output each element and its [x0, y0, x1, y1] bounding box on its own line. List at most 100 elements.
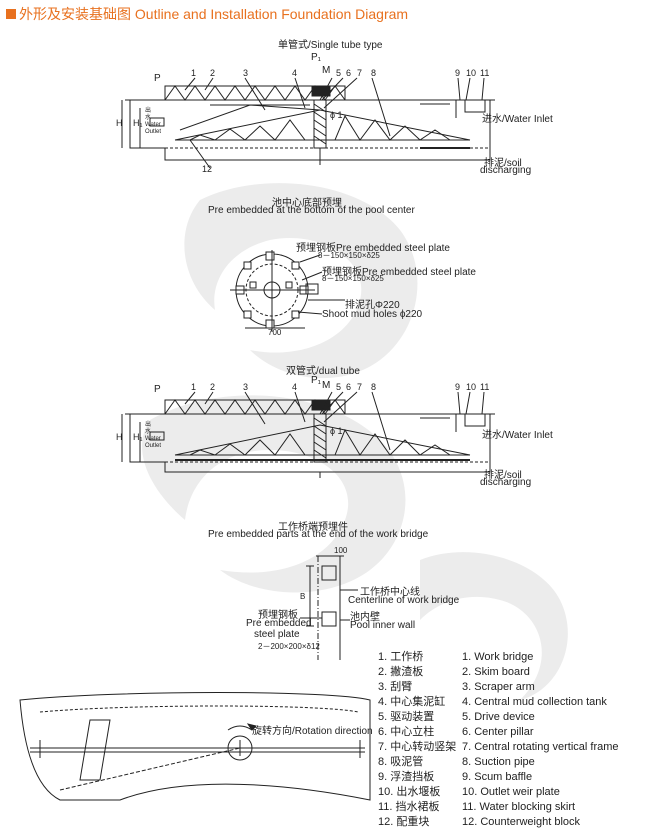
legend-en-item: 4. Central mud collection tank — [462, 696, 607, 708]
dual-p1-label: P₁ — [311, 375, 322, 386]
center-hole-en: Shoot mud holes ϕ220 — [322, 309, 423, 320]
bridge-end-embed — [300, 555, 358, 660]
dual-num-3: 3 — [243, 382, 249, 392]
dual-num-8: 8 — [371, 382, 377, 392]
legend-cn-item: 2. 撇渣板 — [378, 666, 424, 678]
bridge-title-en: Pre embedded parts at the end of the wor… — [208, 529, 429, 540]
legend-en-item: 11. Water blocking skirt — [462, 801, 576, 813]
single-tube-title: 单管式/Single tube type — [278, 40, 383, 51]
single-num-5: 5 — [336, 68, 342, 78]
legend-cn-item: 8. 吸泥管 — [378, 756, 424, 768]
bridge-wall-en: Pool inner wall — [350, 620, 416, 631]
title-square-icon — [6, 9, 16, 19]
dual-sludge-cn: 排泥/soil — [484, 470, 522, 481]
dual-h-label: H — [116, 432, 123, 442]
legend-cn-item: 12. 配重块 — [378, 816, 430, 828]
center-title-cn: 池中心底部预埋 — [272, 198, 342, 209]
dual-num-4: 4 — [292, 382, 298, 392]
legend-en-item: 5. Drive device — [462, 711, 535, 723]
dual-inlet-label: 进水/Water Inlet — [482, 430, 553, 441]
dual-sludge-en: discharging — [480, 477, 532, 488]
single-sludge-en: discharging — [480, 165, 532, 176]
single-water-outlet: 出水 Water Outlet — [145, 108, 162, 135]
legend-cn: 1. 工作桥 2. 撇渣板 3. 刮臂 4. 中心集泥缸 5. 驱动装置 6. … — [378, 650, 456, 830]
legend-en-item: 12. Counterweight block — [462, 816, 581, 828]
single-tube-section — [121, 77, 495, 169]
dual-num-9: 9 — [455, 382, 461, 392]
single-m-label: M — [322, 65, 331, 76]
center-dim-700: 700 — [268, 328, 282, 337]
bridge-plate-en2: steel plate — [254, 629, 300, 640]
page-title-text: 外形及安装基础图 Outline and Installation Founda… — [19, 6, 409, 22]
dual-water-outlet: 出水 Water Outlet — [145, 422, 162, 449]
plan-view — [19, 692, 371, 801]
single-num-3: 3 — [243, 68, 249, 78]
page-title: 外形及安装基础图 Outline and Installation Founda… — [6, 4, 408, 24]
single-num-6: 6 — [346, 68, 352, 78]
dual-m-label: M — [322, 380, 331, 391]
legend-cn-item: 1. 工作桥 — [378, 651, 424, 663]
bridge-dim-100: 100 — [334, 546, 348, 555]
legend-cn-item: 9. 浮渣挡板 — [378, 771, 435, 783]
legend-en-item: 8. Suction pipe — [462, 756, 535, 768]
dual-num-2: 2 — [210, 382, 216, 392]
bridge-plate-spec: 2－200×200×δ12 — [258, 642, 320, 651]
single-scraper-arm — [174, 109, 471, 141]
legend-cn-item: 3. 刮臂 — [378, 681, 413, 693]
single-num-1: 1 — [191, 68, 197, 78]
legend-cn-item: 7. 中心转动竖架 — [378, 741, 457, 753]
legend-cn-item: 6. 中心立柱 — [378, 726, 435, 738]
bridge-wall-cn: 池内壁 — [350, 612, 380, 623]
single-phi-label: ϕ 1 — [330, 110, 343, 120]
dual-tube-section — [121, 391, 495, 478]
single-num-12: 12 — [202, 164, 213, 174]
legend-cn-item: 11. 挡水裙板 — [378, 801, 440, 813]
dual-phi-label: ϕ 1 — [330, 426, 343, 436]
single-num-7: 7 — [357, 68, 363, 78]
dual-num-5: 5 — [336, 382, 342, 392]
bridge-dim-b: B — [300, 592, 306, 601]
single-num-8: 8 — [371, 68, 377, 78]
dual-num-1: 1 — [191, 382, 197, 392]
dual-p-label: P — [154, 384, 161, 395]
legend-cn-item: 4. 中心集泥缸 — [378, 696, 446, 708]
legend-cn-item: 10. 出水堰板 — [378, 786, 441, 798]
center-plate2-label: 预埋钢板Pre embedded steel plate — [322, 267, 476, 278]
legend-en-item: 10. Outlet weir plate — [462, 786, 560, 798]
single-num-9: 9 — [455, 68, 461, 78]
single-h1-label: H₁ — [133, 118, 143, 128]
dual-num-10: 10 — [466, 382, 477, 392]
single-num-11: 11 — [480, 68, 490, 78]
dual-num-11: 11 — [480, 382, 490, 392]
single-num-10: 10 — [466, 68, 477, 78]
legend-cn-item: 5. 驱动装置 — [378, 711, 435, 723]
center-plate1-spec: 8－150×150×δ25 — [318, 251, 380, 260]
single-pool-outline — [129, 100, 491, 161]
single-num-4: 4 — [292, 68, 298, 78]
legend-en-item: 2. Skim board — [462, 666, 530, 678]
dual-tube-title: 双管式/dual tube — [286, 366, 360, 377]
single-sludge-cn: 排泥/soil — [484, 158, 522, 169]
bridge-center-en: Centerline of work bridge — [348, 595, 460, 606]
single-inlet-label: 进水/Water Inlet — [482, 114, 553, 125]
bridge-plate-en1: Pre embedded — [246, 618, 312, 629]
center-plate1-label: 预埋钢板Pre embedded steel plate — [296, 243, 450, 254]
single-p1-label: P₁ — [311, 52, 322, 63]
single-h-label: H — [116, 118, 123, 128]
bridge-title-cn: 工作桥端预埋件 — [278, 522, 348, 533]
legend-en: 1. Work bridge 2. Skim board 3. Scraper … — [462, 650, 619, 830]
single-p-label: P — [154, 73, 161, 84]
center-hole-cn: 排泥孔Φ220 — [345, 300, 400, 311]
legend-en-item: 1. Work bridge — [462, 651, 534, 663]
single-num-2: 2 — [210, 68, 216, 78]
bridge-center-cn: 工作桥中心线 — [360, 587, 420, 598]
plan-rotation-label: 旋转方向/Rotation direction — [252, 726, 373, 737]
center-title-en: Pre embedded at the bottom of the pool c… — [208, 205, 415, 216]
dual-h1-label: H₁ — [133, 432, 143, 442]
legend-en-item: 9. Scum baffle — [462, 771, 533, 783]
plan-pool-outline — [19, 692, 371, 801]
legend-en-item: 7. Central rotating vertical frame — [462, 741, 619, 753]
plan-center-drive — [227, 735, 253, 761]
legend-en-item: 6. Center pillar — [462, 726, 534, 738]
